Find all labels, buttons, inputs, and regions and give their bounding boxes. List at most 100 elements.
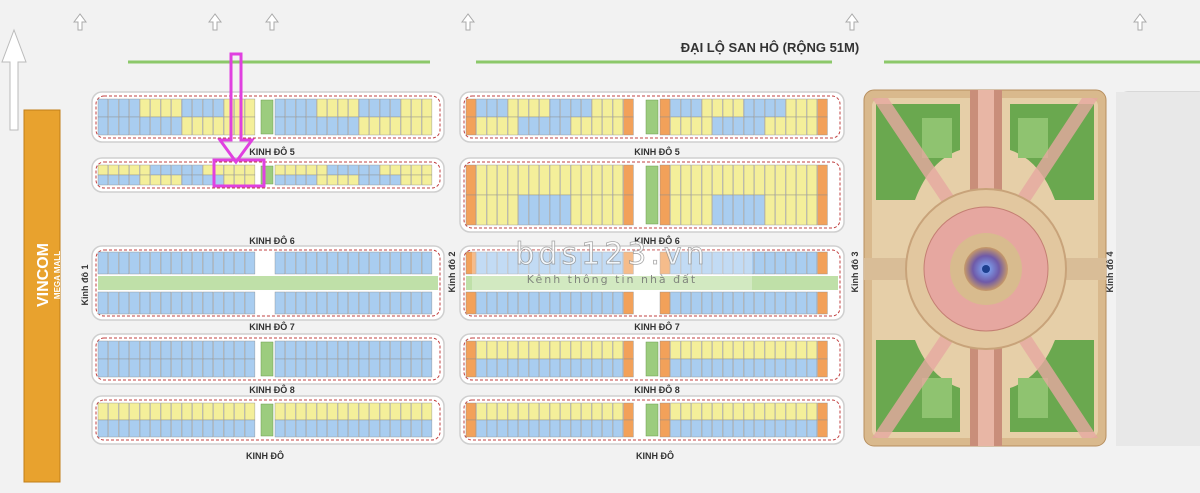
lot[interactable]	[244, 164, 256, 176]
lot[interactable]	[295, 402, 307, 421]
lot[interactable]	[421, 164, 433, 176]
lot[interactable]	[390, 340, 401, 360]
lot[interactable]	[712, 251, 723, 275]
lot[interactable]	[701, 402, 713, 421]
lot[interactable]	[421, 98, 433, 118]
lot[interactable]	[400, 358, 412, 378]
lot[interactable]	[97, 419, 109, 438]
lot[interactable]	[285, 116, 296, 136]
lot[interactable]	[560, 340, 571, 360]
lot[interactable]	[181, 98, 193, 118]
lot[interactable]	[348, 291, 359, 315]
lot[interactable]	[806, 98, 818, 118]
lot[interactable]	[295, 164, 307, 176]
lot[interactable]	[806, 291, 818, 315]
lot[interactable]	[160, 358, 172, 378]
lot[interactable]	[539, 291, 550, 315]
lot[interactable]	[118, 98, 130, 118]
lot[interactable]	[118, 116, 130, 136]
lot[interactable]	[712, 340, 723, 360]
lot[interactable]	[223, 419, 235, 438]
lot[interactable]	[691, 251, 702, 275]
lot[interactable]	[150, 358, 161, 378]
lot[interactable]	[659, 164, 671, 196]
lot[interactable]	[337, 419, 349, 438]
lot[interactable]	[181, 419, 193, 438]
lot[interactable]	[785, 98, 797, 118]
lot[interactable]	[358, 419, 370, 438]
lot[interactable]	[539, 164, 550, 196]
lot[interactable]	[192, 98, 203, 118]
lot[interactable]	[223, 116, 235, 136]
lot[interactable]	[160, 116, 172, 136]
lot[interactable]	[108, 419, 119, 438]
lot[interactable]	[539, 251, 550, 275]
lot[interactable]	[348, 251, 359, 275]
lot[interactable]	[192, 419, 203, 438]
lot[interactable]	[108, 164, 119, 176]
lot[interactable]	[306, 291, 317, 315]
lot[interactable]	[754, 291, 765, 315]
lot[interactable]	[518, 419, 529, 438]
lot[interactable]	[817, 291, 828, 315]
lot[interactable]	[733, 116, 744, 136]
lot[interactable]	[560, 251, 571, 275]
lot[interactable]	[754, 164, 765, 196]
lot[interactable]	[817, 419, 828, 438]
lot[interactable]	[369, 251, 380, 275]
lot[interactable]	[680, 251, 692, 275]
lot[interactable]	[316, 419, 328, 438]
lot[interactable]	[507, 194, 519, 226]
lot[interactable]	[379, 116, 391, 136]
lot[interactable]	[306, 251, 317, 275]
lot[interactable]	[379, 251, 391, 275]
lot[interactable]	[150, 116, 161, 136]
lot[interactable]	[817, 194, 828, 226]
lot[interactable]	[400, 402, 412, 421]
lot[interactable]	[285, 358, 296, 378]
lot[interactable]	[202, 358, 214, 378]
lot[interactable]	[549, 340, 561, 360]
lot[interactable]	[171, 419, 182, 438]
lot[interactable]	[327, 402, 338, 421]
lot[interactable]	[202, 164, 214, 176]
lot[interactable]	[764, 116, 776, 136]
lot[interactable]	[139, 98, 151, 118]
lot[interactable]	[497, 402, 508, 421]
lot[interactable]	[591, 116, 603, 136]
lot[interactable]	[358, 174, 370, 186]
lot[interactable]	[612, 116, 624, 136]
lot[interactable]	[518, 164, 529, 196]
lot[interactable]	[701, 291, 713, 315]
lot[interactable]	[337, 164, 349, 176]
lot[interactable]	[612, 358, 624, 378]
lot[interactable]	[570, 358, 582, 378]
lot[interactable]	[160, 419, 172, 438]
lot[interactable]	[570, 194, 582, 226]
lot[interactable]	[181, 251, 193, 275]
lot[interactable]	[733, 358, 744, 378]
lot[interactable]	[670, 164, 681, 196]
lot[interactable]	[659, 98, 671, 118]
lot[interactable]	[274, 98, 286, 118]
lot[interactable]	[796, 340, 807, 360]
lot[interactable]	[560, 98, 571, 118]
lot[interactable]	[497, 358, 508, 378]
lot[interactable]	[390, 251, 401, 275]
lot[interactable]	[306, 98, 317, 118]
lot[interactable]	[316, 98, 328, 118]
lot[interactable]	[722, 340, 734, 360]
lot[interactable]	[528, 402, 540, 421]
lot[interactable]	[733, 291, 744, 315]
lot[interactable]	[817, 402, 828, 421]
lot[interactable]	[400, 164, 412, 176]
lot[interactable]	[465, 402, 477, 421]
lot[interactable]	[139, 340, 151, 360]
lot[interactable]	[733, 194, 744, 226]
lot[interactable]	[733, 419, 744, 438]
lot[interactable]	[817, 340, 828, 360]
lot[interactable]	[160, 340, 172, 360]
lot[interactable]	[549, 402, 561, 421]
lot[interactable]	[612, 402, 624, 421]
lot[interactable]	[476, 194, 487, 226]
